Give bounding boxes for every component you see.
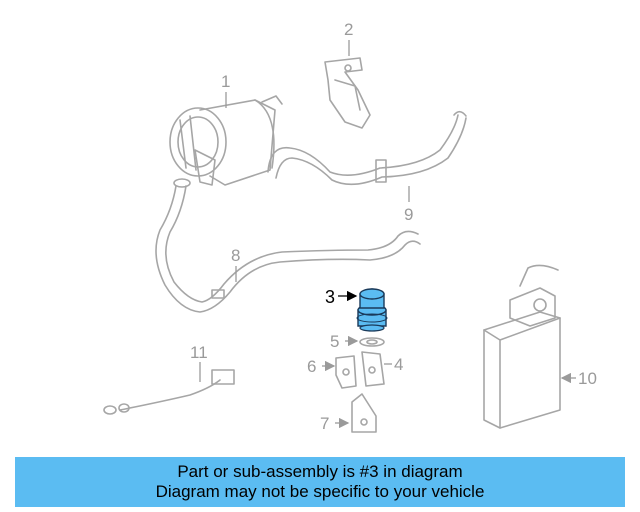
banner-line-part-number: Part or sub-assembly is #3 in diagram	[177, 462, 463, 481]
callout-9: 9	[404, 205, 413, 224]
mount-7-part	[351, 393, 377, 433]
bracket-6-part	[335, 355, 357, 389]
hose-9-part	[267, 110, 467, 186]
parts-diagram: 1 2 9 8 3 5	[103, 20, 597, 433]
callout-5: 5	[330, 332, 339, 351]
callout-7: 7	[320, 414, 329, 433]
callout-11: 11	[190, 343, 208, 362]
callout-6: 6	[307, 357, 316, 376]
callout-3: 3	[325, 287, 335, 307]
gasket-part	[359, 337, 385, 347]
bracket-part	[324, 57, 371, 129]
callout-1: 1	[221, 72, 230, 91]
valve-part-highlighted	[356, 288, 388, 332]
air-pump-part	[169, 95, 283, 186]
oxygen-sensor-part	[103, 369, 235, 415]
banner-line-disclaimer: Diagram may not be specific to your vehi…	[155, 482, 485, 501]
callout-10: 10	[578, 369, 597, 388]
canister-part	[483, 264, 561, 429]
hose-8-part	[155, 178, 421, 313]
callout-2: 2	[344, 20, 353, 39]
callout-8: 8	[231, 246, 240, 265]
bracket-4-part	[361, 351, 385, 387]
info-banner: Part or sub-assembly is #3 in diagram Di…	[15, 457, 625, 507]
callout-4: 4	[394, 355, 403, 374]
